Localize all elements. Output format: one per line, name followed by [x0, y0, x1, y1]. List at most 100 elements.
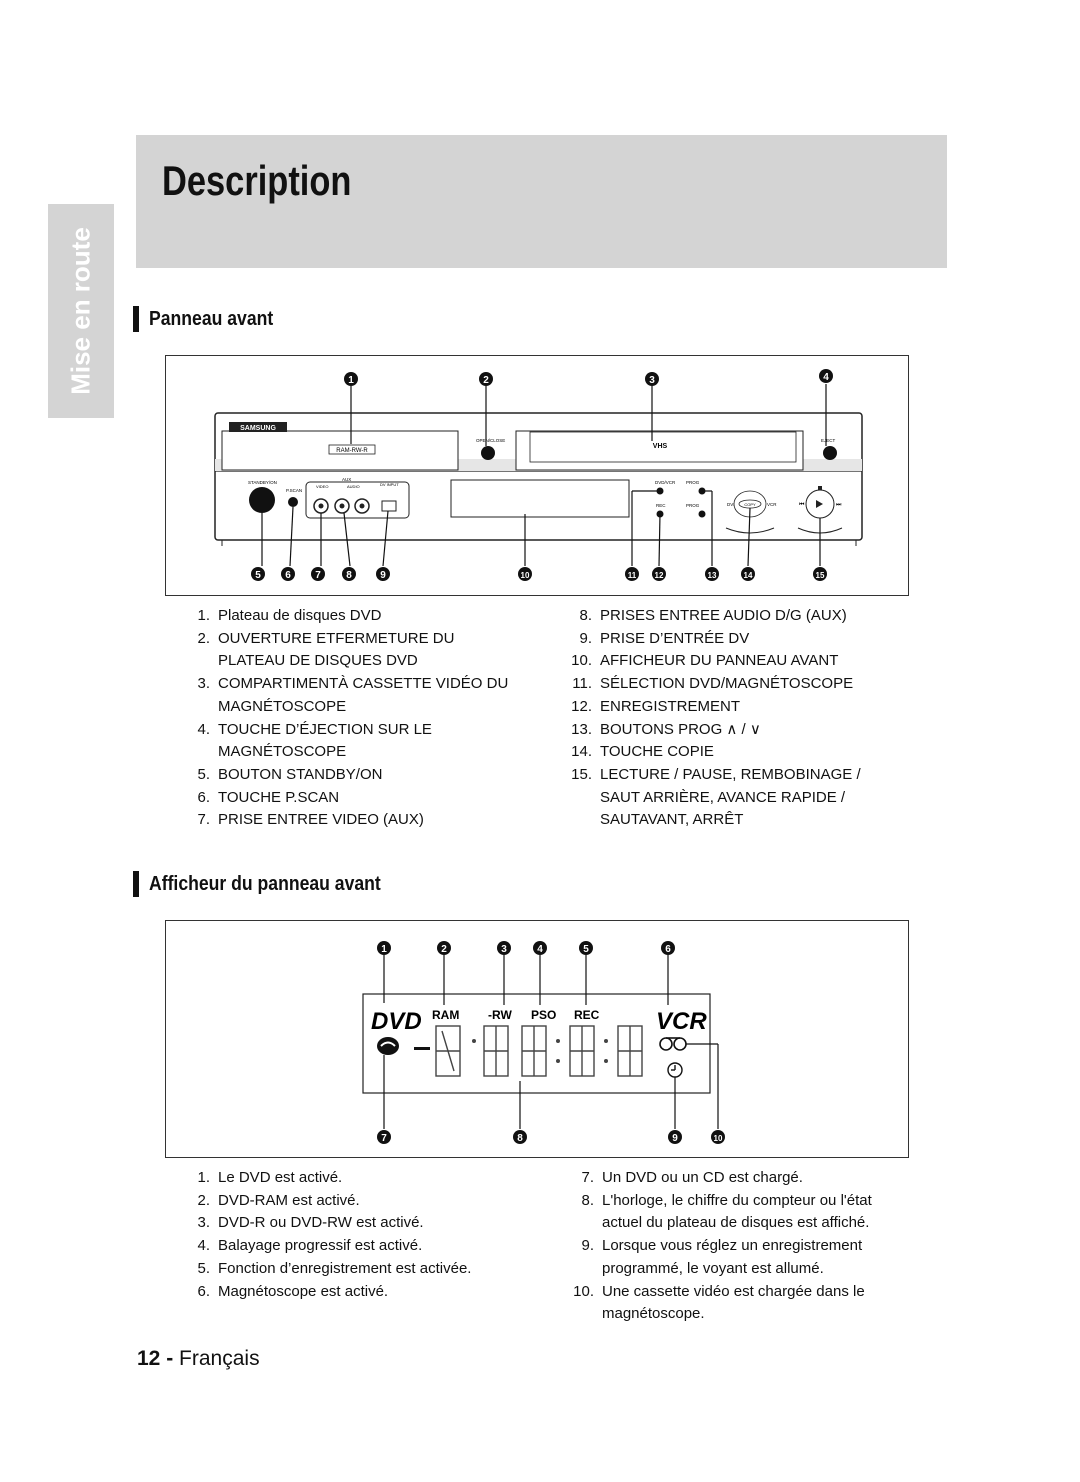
list-item: 2.DVD-RAM est activé.: [197, 1191, 360, 1209]
callout-1: 1: [348, 375, 354, 386]
disc-loaded-icon: [377, 1037, 399, 1055]
title-band: Description: [136, 135, 947, 268]
stop-icon: [818, 486, 822, 490]
dv-input-label: DV INPUT: [380, 482, 399, 487]
pscan-label: P.SCAN: [286, 488, 302, 493]
brand-logo: SAMSUNG: [240, 425, 276, 432]
video-label: VIDEO: [316, 484, 328, 489]
ram-rw-r-logo: RAM-RW-R: [336, 448, 368, 454]
callout-13: 13: [708, 571, 717, 580]
list-item: 15.LECTURE / PAUSE, REMBOBINAGE / SAUT A…: [571, 765, 861, 829]
display-leaders-bottom: [383, 1043, 719, 1129]
prog-down-label: PROG: [686, 503, 700, 508]
page-title: Description: [162, 157, 352, 204]
display-leaders-top: [383, 955, 669, 1005]
eject-label: EJECT: [821, 438, 836, 443]
callout-15: 15: [816, 571, 825, 580]
list-item: 8.L'horloge, le chiffre du compteur ou l…: [581, 1191, 872, 1232]
rec-indicator: REC: [574, 1008, 600, 1022]
aux-label: AUX: [342, 477, 351, 482]
prog-up-label: PROG: [686, 480, 700, 485]
callout-4: 4: [537, 944, 543, 955]
audio-label: AUDIO: [347, 484, 360, 489]
footer-language: Français: [179, 1347, 260, 1370]
section-heading-text: Afficheur du panneau avant: [149, 872, 381, 895]
ram-indicator: RAM: [432, 1008, 459, 1022]
callout-1: 1: [381, 944, 387, 955]
list-item: 2.OUVERTURE ETFERMETURE DU PLATEAU DE DI…: [197, 629, 455, 670]
callout-7: 7: [315, 570, 321, 581]
section-side-tab: Mise en route: [48, 204, 114, 418]
fast-forward-icon[interactable]: ⏭: [836, 502, 842, 508]
callouts-bottom: 5 6 7 8 9 10 11 12 13 14 15: [251, 567, 827, 581]
callout-12: 12: [655, 571, 664, 580]
callout-8: 8: [517, 1133, 523, 1144]
callout-9: 9: [380, 570, 386, 581]
display-callouts: 1 2 3 4 5 6 7 8 9 10: [377, 941, 725, 1144]
callout-5: 5: [583, 944, 589, 955]
vcr-indicator: VCR: [656, 1008, 707, 1035]
segment-digits: [435, 1025, 643, 1077]
eject-button[interactable]: [823, 446, 837, 460]
heading-bar: [133, 306, 139, 332]
section-heading-text: Panneau avant: [149, 307, 274, 330]
list-item: 13.BOUTONS PROG ∧ / ∨: [571, 720, 761, 738]
callout-3: 3: [501, 944, 507, 955]
callout-3: 3: [649, 375, 655, 386]
section-heading-front-panel: Panneau avant: [133, 305, 290, 333]
dvd-vcr-label: DVD/VCR: [655, 480, 676, 485]
play-icon: [816, 500, 823, 508]
dv-input-port: [381, 500, 397, 512]
list-item: 6.TOUCHE P.SCAN: [197, 788, 340, 806]
list-item: 7.Un DVD ou un CD est chargé.: [581, 1169, 803, 1186]
front-panel-list-right: 8.PRISES ENTREE AUDIO D/G (AUX) 9.PRISE …: [560, 605, 920, 832]
heading-bar: [133, 871, 139, 897]
callout-7: 7: [381, 1133, 387, 1144]
callout-5: 5: [255, 570, 261, 581]
callout-4: 4: [823, 372, 829, 383]
list-item: 10.AFFICHEUR DU PANNEAU AVANT: [571, 652, 839, 670]
list-item: 9.Lorsque vous réglez un enregistrement …: [581, 1237, 863, 1277]
page-footer: 12 - Français: [137, 1347, 260, 1371]
callout-6: 6: [665, 944, 671, 955]
callout-2: 2: [483, 375, 489, 386]
callout-10: 10: [521, 571, 530, 580]
rw-indicator: -RW: [488, 1008, 512, 1022]
list-item: 1.Plateau de disques DVD: [197, 607, 382, 624]
display-list-left: 1.Le DVD est activé. 2.DVD-RAM est activ…: [183, 1167, 563, 1303]
side-tab-label: Mise en route: [65, 227, 96, 395]
pso-indicator: PSO: [531, 1008, 556, 1022]
section-heading-display: Afficheur du panneau avant: [133, 870, 412, 898]
callout-leaders-bottom: [261, 490, 821, 567]
page-number: 12: [137, 1347, 161, 1370]
copy-label: COPY: [744, 502, 756, 507]
list-item: 14.TOUCHE COPIE: [571, 743, 714, 761]
prog-down-button[interactable]: [698, 510, 706, 518]
standby-button[interactable]: [249, 487, 275, 513]
list-item: 11.SÉLECTION DVD/MAGNÉTOSCOPE: [572, 675, 854, 693]
copy-dvd-label: DVD: [727, 502, 737, 507]
callout-10: 10: [714, 1134, 723, 1143]
rewind-icon[interactable]: ⏮: [799, 502, 805, 508]
callout-14: 14: [744, 571, 753, 580]
callout-6: 6: [285, 570, 291, 581]
list-item: 3.DVD-R ou DVD-RW est activé.: [197, 1214, 424, 1232]
open-close-button[interactable]: [481, 446, 495, 460]
display-figure: DVD RAM -RW PSO REC VCR: [165, 920, 909, 1158]
list-item: 3.COMPARTIMENTÀ CASSETTE VIDÉO DU MAGNÉT…: [197, 675, 509, 715]
list-item: 12.ENREGISTREMENT: [571, 697, 741, 715]
list-item: 1.Le DVD est activé.: [197, 1169, 343, 1186]
front-panel-figure: SAMSUNG RAM-RW-R OPEN/CLOSE VHS EJECT ST…: [165, 355, 909, 596]
callout-11: 11: [628, 571, 637, 580]
list-item: 4.TOUCHE D’ÉJECTION SUR LE MAGNÉTOSCOPE: [197, 720, 432, 761]
standby-label: STANDBY/ON: [248, 480, 277, 485]
callout-leaders-top: [350, 384, 827, 446]
list-item: 9.PRISE D’ENTRÉE DV: [579, 629, 750, 647]
list-item: 7.PRISE ENTREE VIDEO (AUX): [197, 811, 424, 829]
list-item: 5.BOUTON STANDBY/ON: [197, 765, 383, 783]
footer-separator: -: [166, 1347, 174, 1370]
pscan-button[interactable]: [288, 497, 298, 507]
front-panel-list-left: 1.Plateau de disques DVD 2.OUVERTURE ETF…: [183, 605, 543, 832]
list-item: 6.Magnétoscope est activé.: [197, 1282, 389, 1300]
list-item: 5.Fonction d’enregistrement est activée.: [197, 1259, 472, 1277]
